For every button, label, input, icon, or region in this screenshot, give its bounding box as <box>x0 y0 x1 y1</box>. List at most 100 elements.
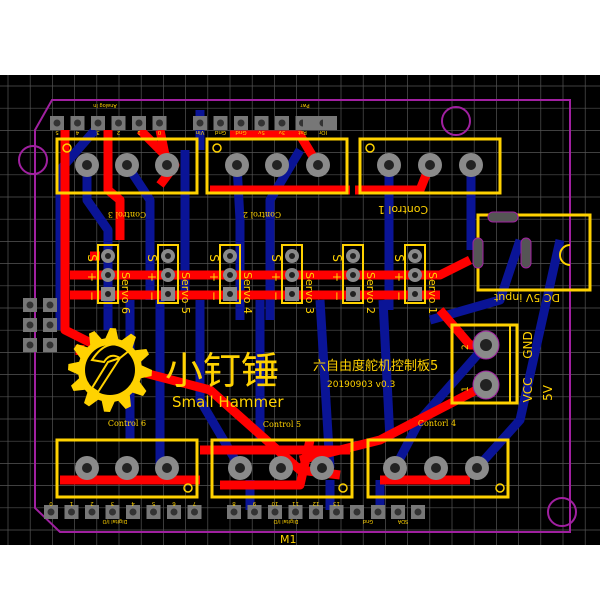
mounting-hole <box>441 106 471 136</box>
component-outline <box>205 137 349 195</box>
pin1-marker <box>212 143 222 153</box>
component-outline <box>55 438 199 499</box>
mounting-hole <box>18 145 48 175</box>
drill-hole <box>235 463 245 473</box>
servo-header-outline <box>342 244 364 304</box>
board-version: 20190903 v0.3 <box>327 380 395 390</box>
drill-hole <box>276 463 286 473</box>
gnd-label: Gnd <box>363 518 373 524</box>
drill-hole <box>105 272 111 278</box>
header-pin-label: 12 <box>313 500 320 506</box>
control-3-label: Control 3 <box>108 210 146 219</box>
pin1-marker <box>495 483 505 493</box>
bottom-trace <box>473 239 565 472</box>
header-pin-label: 6 <box>172 500 176 506</box>
drill-hole <box>122 160 132 170</box>
board-outline <box>34 99 571 533</box>
drill-hole <box>480 379 492 391</box>
drill-hole <box>46 301 54 309</box>
servo-pin-label: − <box>330 291 344 301</box>
drill-hole <box>412 253 418 259</box>
header-pin-label: 4 <box>75 129 79 135</box>
servo-label: Servo 5 <box>179 272 192 314</box>
control-4-label: Contorl 4 <box>418 419 456 428</box>
drill-hole <box>237 119 245 127</box>
designator: M1 <box>280 533 297 546</box>
pwr-label: Pwr <box>299 102 309 108</box>
top-trace <box>220 439 315 490</box>
drill-hole <box>289 272 295 278</box>
dc-jack-pad <box>472 237 484 269</box>
drill-hole <box>272 160 282 170</box>
pin-1-label: 1 <box>461 386 471 392</box>
drill-hole <box>82 463 92 473</box>
drill-hole <box>46 321 54 329</box>
header-pin-label: Vin <box>195 129 204 135</box>
header-pin-label: Gnd <box>235 129 246 135</box>
servo-pin-label: + <box>330 272 344 282</box>
header-pin-label: 3 <box>110 500 114 506</box>
drill-hole <box>68 508 75 516</box>
header-pin-label: 1 <box>137 129 141 135</box>
control-6-label: Control 6 <box>108 419 146 428</box>
header-pin-label: 5 <box>151 500 155 506</box>
servo-pin-label: S <box>145 254 159 262</box>
header-pin-label: Rst <box>297 129 307 135</box>
header-pin <box>303 116 317 130</box>
pads <box>23 116 532 519</box>
drill-hole <box>26 301 34 309</box>
drill-hole <box>227 272 233 278</box>
control-1-label: Control 1 <box>378 203 428 216</box>
servo-pin-label: S <box>207 254 221 262</box>
header-pin-label: 7 <box>192 500 196 506</box>
servo-label: Servo 2 <box>364 272 377 314</box>
power-vcc-label: VCC <box>521 378 535 403</box>
servo-label: Servo 3 <box>303 272 316 314</box>
drill-hole <box>258 119 265 127</box>
power-gnd-label: GND <box>521 331 535 359</box>
drill-hole <box>82 160 92 170</box>
bottom-trace <box>55 127 99 330</box>
header-pin-label: 5v <box>257 129 264 135</box>
dc-jack-pad <box>487 211 519 223</box>
drill-hole <box>278 119 286 127</box>
bottom-trace <box>195 300 244 471</box>
control-5-label: Control 5 <box>263 420 301 429</box>
header-pin-label: 9 <box>252 500 256 506</box>
drill-hole <box>390 463 400 473</box>
drill-hole <box>384 160 394 170</box>
drill-hole <box>350 291 356 297</box>
drill-hole <box>53 119 61 127</box>
digital-io-label-1: Digital I/O <box>102 518 127 524</box>
hammer-icon <box>90 343 132 394</box>
header-pin-label: 3v <box>278 129 285 135</box>
drill-hole <box>313 160 323 170</box>
bottom-trace <box>378 299 395 441</box>
header-pin-label: 2 <box>90 500 94 506</box>
gear-center <box>85 345 135 395</box>
servo-pin-label: − <box>85 291 99 301</box>
pin1-marker <box>183 483 193 493</box>
pin1-marker <box>365 143 375 153</box>
component-outline <box>55 137 199 195</box>
drill-hole <box>74 119 81 127</box>
drill-hole <box>135 119 143 127</box>
top-trace <box>103 130 125 240</box>
component-outline <box>210 438 354 499</box>
drill-hole <box>292 508 299 516</box>
drill-hole <box>165 272 171 278</box>
bottom-layer-traces <box>55 110 565 510</box>
drill-hole <box>165 253 171 259</box>
servo-label: Servo 6 <box>119 272 132 314</box>
drill-hole <box>26 341 34 349</box>
drill-hole <box>251 508 258 516</box>
drill-hole <box>46 341 54 349</box>
board-title: 六自由度舵机控制板5 <box>313 358 438 374</box>
servo-header-outline <box>404 244 426 304</box>
drill-hole <box>466 160 476 170</box>
servo-pin-label: + <box>145 272 159 282</box>
drill-hole <box>162 463 172 473</box>
servo-pin-label: + <box>269 272 283 282</box>
component-outline <box>358 137 502 195</box>
